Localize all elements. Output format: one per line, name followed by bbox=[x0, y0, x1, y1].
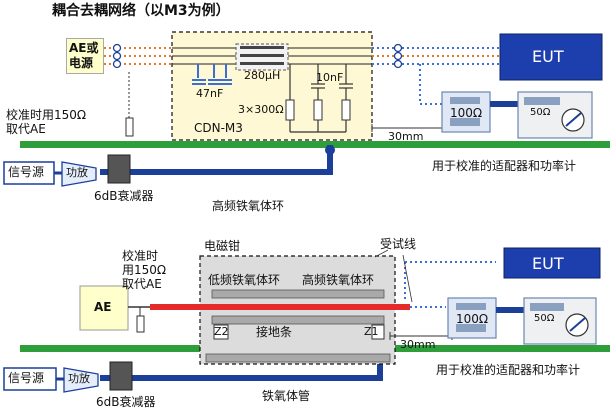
top-title: 耦合去耦网络（以M3为例） bbox=[52, 3, 230, 19]
ferrite-ring-bottom-bar bbox=[211, 315, 385, 325]
bottom-dist-label: 30mm bbox=[400, 338, 436, 351]
bottom-eut-box bbox=[503, 247, 601, 279]
top-r100-label: 100Ω bbox=[450, 106, 483, 120]
cdn-label: CDN-M3 bbox=[194, 121, 243, 135]
top-cal-resistor-icon bbox=[125, 117, 134, 137]
top-cable-ring-icon bbox=[325, 145, 335, 155]
bottom-signal-source-label: 信号源 bbox=[8, 371, 45, 385]
top-attenuator-label: 6dB衰减器 bbox=[94, 189, 154, 203]
ferrite-tube-label: 铁氧体管 bbox=[262, 389, 311, 403]
wire-under-test-label: 受试线 bbox=[380, 237, 417, 251]
top-amplifier-icon bbox=[61, 161, 97, 187]
bottom-attenuator-label: 6dB衰减器 bbox=[96, 395, 156, 409]
clamp-label: 电磁钳 bbox=[204, 239, 241, 253]
top-attenuator-box bbox=[107, 154, 131, 184]
top-eut-wires bbox=[372, 47, 500, 65]
inductor-coils-icon bbox=[240, 46, 284, 65]
bottom-r50-label: 50Ω bbox=[534, 313, 555, 324]
cap-10nf-icon bbox=[289, 64, 353, 133]
bottom-ae-label: AE bbox=[94, 300, 112, 314]
ground-strip-label: 接地条 bbox=[256, 325, 293, 339]
cap-47nf-icon bbox=[192, 64, 232, 85]
ferrite-ring-top-bar bbox=[211, 289, 385, 299]
top-cal-replace-label: 校准时用150Ω 取代AE bbox=[6, 108, 87, 137]
top-dist-label: 30mm bbox=[388, 130, 424, 143]
top-r50-label: 50Ω bbox=[530, 107, 551, 118]
bottom-amplifier-icon bbox=[63, 367, 99, 393]
top-eut-box bbox=[499, 33, 603, 81]
top-adapter-caption: 用于校准的适配器和功率计 bbox=[432, 159, 577, 173]
top-feed-cable bbox=[100, 145, 333, 175]
top-ae-source-label: AE或 电源 bbox=[69, 41, 99, 70]
z2-label: Z2 bbox=[214, 325, 229, 338]
bottom-ae-box bbox=[79, 285, 129, 331]
top-ferrite-ring-label: 高频铁氧体环 bbox=[212, 199, 285, 213]
bottom-eut-label: EUT bbox=[532, 254, 564, 273]
top-connector-rings-right-icon bbox=[393, 43, 403, 69]
ferrite-tube-bar bbox=[205, 353, 391, 363]
bottom-cal-resistor-icon bbox=[136, 315, 145, 333]
top-amplifier-label: 功放 bbox=[66, 166, 88, 179]
z2-box bbox=[213, 324, 229, 340]
bottom-attenuator-box bbox=[109, 361, 133, 391]
top-ground-plane bbox=[20, 141, 610, 148]
cap-47nf-label: 47nF bbox=[196, 87, 224, 100]
z1-box bbox=[371, 324, 385, 340]
bottom-adapter-caption: 用于校准的适配器和功率计 bbox=[436, 363, 581, 377]
top-ae-source-box: AE或 电源 bbox=[66, 38, 104, 74]
top-eut-adapter-dotted bbox=[419, 64, 446, 105]
resistors-label: 3×300Ω bbox=[238, 103, 284, 116]
cap-10nf-label: 10nF bbox=[316, 71, 344, 84]
bottom-r100-label: 100Ω bbox=[456, 312, 489, 326]
bottom-amplifier-label: 功放 bbox=[68, 372, 90, 385]
top-eut-label: EUT bbox=[532, 47, 564, 66]
top-connector-rings-left-icon bbox=[112, 43, 122, 69]
z1-label: Z1 bbox=[364, 325, 379, 338]
low-freq-ring-label: 低频铁氧体环 bbox=[208, 273, 281, 287]
inductor-label: 280μH bbox=[244, 69, 281, 82]
top-signal-source-label: 信号源 bbox=[8, 165, 45, 179]
bottom-cal-replace-label: 校准时 用150Ω 取代AE bbox=[122, 249, 167, 291]
high-freq-ring-label: 高频铁氧体环 bbox=[302, 273, 375, 287]
